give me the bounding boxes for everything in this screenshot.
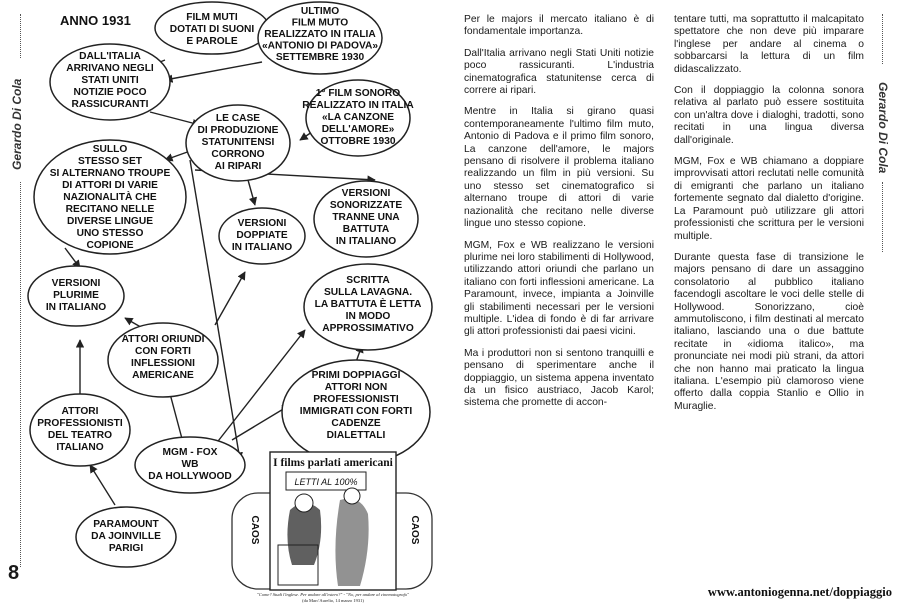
paragraph: Dall'Italia arrivano negli Stati Uniti n… [464, 48, 654, 98]
paragraph: Con il doppiaggio la colonna sonora rela… [674, 85, 864, 147]
article-column-left: Per le majors il mercato italiano è di f… [464, 14, 654, 419]
paragraph: Ma i produttori non si sentono tranquill… [464, 348, 654, 410]
paragraph: Mentre in Italia si girano quasi contemp… [464, 106, 654, 230]
article-column-right: tentare tutti, ma soprattutto il malcapi… [674, 14, 864, 422]
paragraph: MGM, Fox e WB chiamano a doppiare improv… [674, 156, 864, 243]
paragraph: Durante questa fase di transizione le ma… [674, 252, 864, 413]
paragraph: MGM, Fox e WB realizzano le versioni plu… [464, 240, 654, 339]
divider-right-bottom [882, 182, 883, 252]
caos-right: CAOS [409, 516, 420, 545]
paragraph: tentare tutti, ma soprattutto il malcapi… [674, 14, 864, 76]
paragraph: Per le majors il mercato italiano è di f… [464, 14, 654, 39]
footer-url: www.antoniogenna.net/doppiaggio [708, 585, 892, 600]
caos-left: CAOS [249, 516, 260, 545]
poster-title: I films parlati americani [273, 457, 394, 469]
poster-sign: LETTI AL 100% [294, 477, 357, 487]
poster-illustration: I films parlati americani LETTI AL 100% … [232, 452, 432, 604]
poster-caption-source: (da Marc'Aurelio, 14 marzo 1931) [302, 598, 364, 604]
side-author-right: Gerardo Di Cola [876, 82, 890, 172]
article-body: Per le majors il mercato italiano è di f… [464, 14, 860, 474]
year-heading: ANNO 1931 [60, 13, 131, 28]
page-number: 8 [8, 562, 19, 585]
divider-right-top [882, 14, 883, 64]
